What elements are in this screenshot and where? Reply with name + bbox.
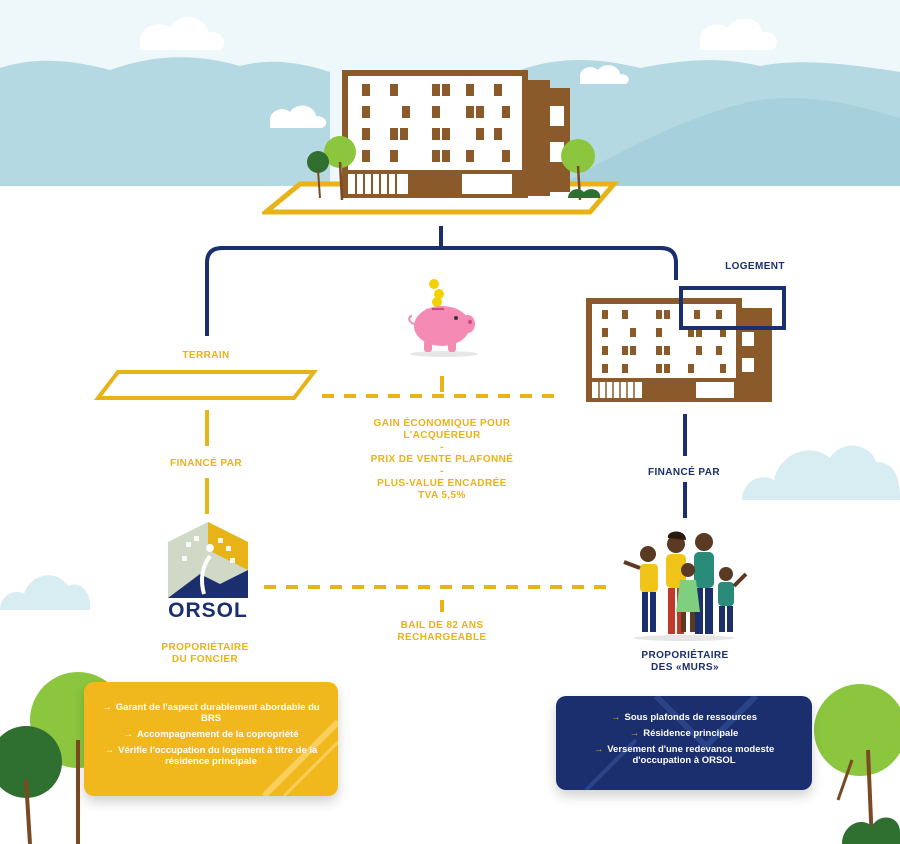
orsol-info-item: →Vérifie l'occupation du logement à titr… <box>104 745 318 767</box>
gain-line-2: L'ACQUÉREUR <box>403 430 481 441</box>
owner-info-item: →Versement d'une redevance modeste d'occ… <box>593 744 775 766</box>
arrow-icon: → <box>104 745 115 756</box>
main-building-illustration <box>262 70 620 215</box>
owner-role-line-2: DES «MURS» <box>651 662 719 673</box>
arrow-icon: → <box>593 744 604 755</box>
orsol-info-item: →Accompagnement de la copropriété <box>123 729 299 740</box>
owner-info-item: →Sous plafonds de ressources <box>610 712 757 723</box>
orsol-role-line-1: PROPORIÉTAIRE <box>161 642 249 653</box>
orsol-role-line-2: DU FONCIER <box>171 654 239 665</box>
box-decoration-icon <box>584 696 759 790</box>
owner-role: PROPORIÉTAIRE DES «MURS» <box>620 650 750 674</box>
gain-separator-1: - <box>440 442 444 453</box>
arrow-icon: → <box>629 728 640 739</box>
bail-line-2: RECHARGEABLE <box>397 632 487 643</box>
gain-text: GAIN ÉCONOMIQUE POUR L'ACQUÉREUR - PRIX … <box>352 418 532 502</box>
logement-label: LOGEMENT <box>725 261 785 272</box>
bail-text: BAIL DE 82 ANS RECHARGEABLE <box>372 620 512 644</box>
owner-info-item: →Résidence principale <box>629 728 739 739</box>
family-illustration <box>623 531 748 641</box>
gain-separator-2: - <box>440 466 444 477</box>
orsol-role: PROPORIÉTAIRE DU FONCIER <box>140 642 270 666</box>
owner-info-box: →Sous plafonds de ressources →Résidence … <box>556 696 812 790</box>
plus-value: PLUS-VALUE ENCADRÉE <box>377 478 507 489</box>
orsol-info-item: →Garant de l'aspect durablement abordabl… <box>102 702 320 724</box>
orsol-emblem-icon <box>168 522 248 598</box>
orsol-logo: ORSOL <box>160 520 256 624</box>
box-decoration-icon <box>261 719 338 796</box>
arrow-icon: → <box>610 712 621 723</box>
orsol-logo-text: ORSOL <box>168 599 248 622</box>
arrow-icon: → <box>102 702 112 713</box>
bail-line-1: BAIL DE 82 ANS <box>400 620 484 631</box>
logement-building-illustration <box>586 286 786 402</box>
terrain-label: TERRAIN <box>182 350 230 361</box>
tva: TVA 5,5% <box>418 490 466 501</box>
owner-role-line-1: PROPORIÉTAIRE <box>641 650 729 661</box>
orsol-info-box: →Garant de l'aspect durablement abordabl… <box>84 682 338 796</box>
orsol-info-list: →Garant de l'aspect durablement abordabl… <box>84 682 338 767</box>
prix-plafonne: PRIX DE VENTE PLAFONNÉ <box>370 454 514 465</box>
arrow-icon: → <box>123 729 133 740</box>
piggy-bank-icon <box>408 279 478 357</box>
gain-line-1: GAIN ÉCONOMIQUE POUR <box>373 418 511 429</box>
finance-left-label: FINANCÉ PAR <box>170 458 242 469</box>
owner-info-list: →Sous plafonds de ressources →Résidence … <box>556 696 812 766</box>
finance-right-label: FINANCÉ PAR <box>648 467 720 478</box>
